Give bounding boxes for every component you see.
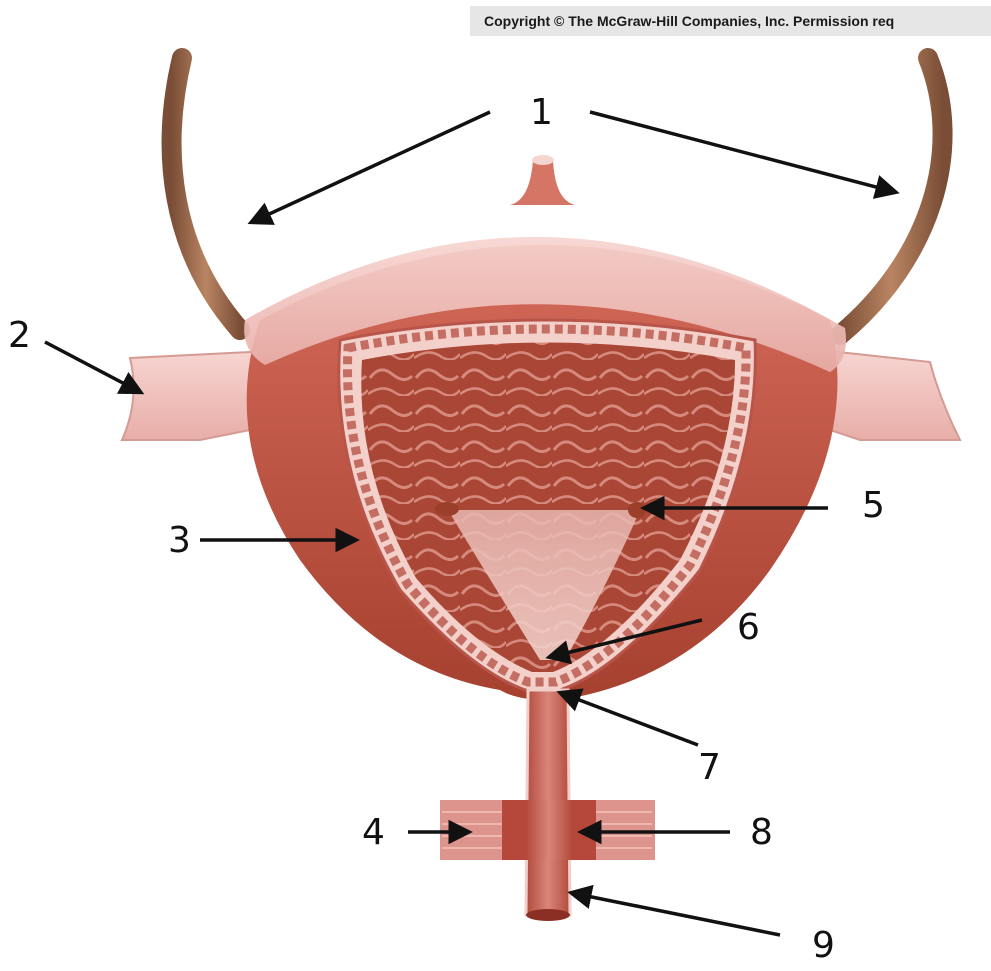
- left-ureter: [172, 58, 240, 330]
- urachus: [510, 160, 575, 205]
- urachus-opening: [532, 155, 554, 165]
- arrow-1-right: [590, 112, 895, 192]
- arrow-9: [572, 893, 780, 935]
- right-ureter: [840, 58, 943, 335]
- label-9: 9: [812, 928, 835, 964]
- arrow-7: [561, 693, 698, 745]
- external-sphincter-left: [502, 800, 526, 860]
- label-1: 1: [530, 95, 553, 131]
- label-7: 7: [698, 750, 721, 786]
- label-8: 8: [750, 815, 773, 851]
- label-5: 5: [862, 488, 885, 524]
- label-3: 3: [168, 523, 191, 559]
- copyright-notice: Copyright © The McGraw-Hill Companies, I…: [470, 6, 991, 36]
- ureteric-orifice-right: [628, 502, 646, 518]
- urethra-opening: [526, 909, 570, 921]
- label-4: 4: [362, 815, 385, 851]
- arrow-2: [45, 342, 140, 392]
- external-sphincter-right: [572, 800, 596, 860]
- label-6: 6: [737, 610, 760, 646]
- label-2: 2: [8, 318, 31, 354]
- ureteric-orifice-left: [435, 502, 459, 516]
- arrow-1-left: [252, 112, 490, 222]
